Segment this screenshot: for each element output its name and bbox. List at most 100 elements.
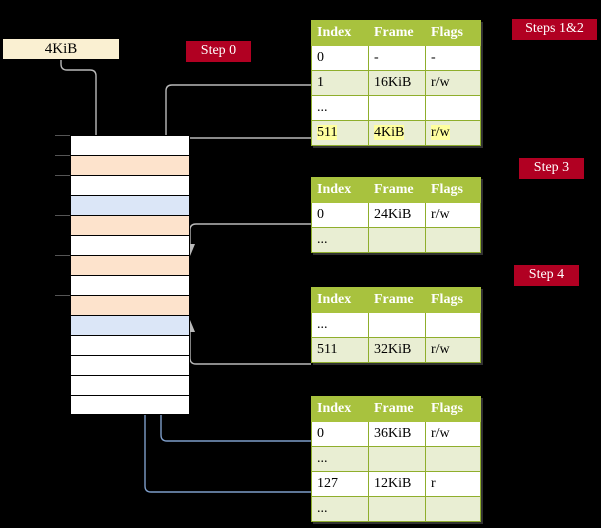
physical-memory-column bbox=[55, 135, 190, 415]
memory-row bbox=[70, 215, 190, 235]
memory-tick bbox=[55, 175, 70, 176]
cell-flags bbox=[425, 312, 481, 338]
table-row: ... bbox=[311, 312, 481, 338]
wire-l2-row511 bbox=[189, 330, 311, 365]
cell-frame: 24KiB bbox=[368, 202, 426, 228]
memory-row bbox=[70, 155, 190, 175]
column-header: Index bbox=[311, 177, 369, 203]
table-row: ... bbox=[311, 227, 481, 253]
badge-step-3: Step 3 bbox=[519, 158, 584, 179]
memory-tick bbox=[55, 295, 70, 296]
table-row: ... bbox=[311, 95, 481, 121]
cell-index: 511 bbox=[311, 120, 369, 146]
table-row: ... bbox=[311, 446, 481, 472]
column-header: Flags bbox=[425, 20, 481, 46]
highlighted-value: 4KiB bbox=[374, 125, 405, 140]
column-header: Flags bbox=[425, 287, 481, 313]
column-header: Frame bbox=[368, 287, 426, 313]
memory-row bbox=[70, 235, 190, 255]
badge-steps-1-2-label: Steps 1&2 bbox=[525, 21, 584, 36]
cell-frame: 32KiB bbox=[368, 337, 426, 363]
badge-step-0-label: Step 0 bbox=[200, 43, 237, 58]
memory-tick bbox=[55, 215, 70, 216]
cell-flags: - bbox=[425, 45, 481, 71]
wire-l3-row127 bbox=[144, 415, 311, 493]
highlighted-value: r/w bbox=[431, 125, 450, 140]
cell-frame bbox=[368, 95, 426, 121]
memory-tick bbox=[55, 155, 70, 156]
column-header: Frame bbox=[368, 396, 426, 422]
wire-l1-row0 bbox=[189, 223, 311, 246]
memory-row bbox=[70, 395, 190, 415]
cell-flags: r/w bbox=[425, 120, 481, 146]
cell-flags: r bbox=[425, 471, 481, 497]
cell-index: 0 bbox=[311, 202, 369, 228]
column-header: Index bbox=[311, 20, 369, 46]
cell-flags bbox=[425, 496, 481, 522]
badge-step-3-label: Step 3 bbox=[533, 160, 570, 175]
memory-row bbox=[70, 335, 190, 355]
table-row: 0-- bbox=[311, 45, 481, 71]
cell-frame bbox=[368, 446, 426, 472]
memory-row bbox=[70, 275, 190, 295]
badge-step-0: Step 0 bbox=[186, 41, 251, 62]
cell-frame: 4KiB bbox=[368, 120, 426, 146]
memory-row bbox=[70, 315, 190, 335]
source-frame-label: 4KiB bbox=[44, 41, 78, 57]
cell-index: 0 bbox=[311, 45, 369, 71]
wire-l3-row0 bbox=[160, 415, 311, 442]
cell-index: 0 bbox=[311, 421, 369, 447]
cell-index: ... bbox=[311, 95, 369, 121]
column-header: Flags bbox=[425, 177, 481, 203]
column-header: Flags bbox=[425, 396, 481, 422]
cell-frame: 16KiB bbox=[368, 70, 426, 96]
cell-flags: r/w bbox=[425, 202, 481, 228]
memory-row bbox=[70, 175, 190, 195]
memory-row bbox=[70, 135, 190, 155]
cell-index: ... bbox=[311, 227, 369, 253]
cell-frame bbox=[368, 312, 426, 338]
table-row: 511 4KiB r/w bbox=[311, 120, 481, 146]
memory-row bbox=[70, 295, 190, 315]
column-header: Index bbox=[311, 396, 369, 422]
cell-frame: - bbox=[368, 45, 426, 71]
cell-index: 511 bbox=[311, 337, 369, 363]
column-header: Frame bbox=[368, 177, 426, 203]
badge-step-4: Step 4 bbox=[514, 265, 579, 286]
memory-tick bbox=[55, 135, 70, 136]
cell-frame: 36KiB bbox=[368, 421, 426, 447]
column-header: Index bbox=[311, 287, 369, 313]
cell-flags bbox=[425, 95, 481, 121]
memory-row bbox=[70, 355, 190, 375]
cell-index: 127 bbox=[311, 471, 369, 497]
cell-flags: r/w bbox=[425, 337, 481, 363]
cell-frame bbox=[368, 496, 426, 522]
source-frame-box: 4KiB bbox=[2, 38, 120, 60]
badge-step-4-label: Step 4 bbox=[528, 267, 565, 282]
cell-frame bbox=[368, 227, 426, 253]
cell-flags: r/w bbox=[425, 70, 481, 96]
cell-flags bbox=[425, 227, 481, 253]
cell-index: ... bbox=[311, 496, 369, 522]
cell-frame: 12KiB bbox=[368, 471, 426, 497]
memory-row bbox=[70, 375, 190, 395]
memory-tick bbox=[55, 255, 70, 256]
column-header: Frame bbox=[368, 20, 426, 46]
badge-steps-1-2: Steps 1&2 bbox=[512, 19, 597, 40]
cell-index: ... bbox=[311, 446, 369, 472]
cell-flags: r/w bbox=[425, 421, 481, 447]
cell-index: ... bbox=[311, 312, 369, 338]
